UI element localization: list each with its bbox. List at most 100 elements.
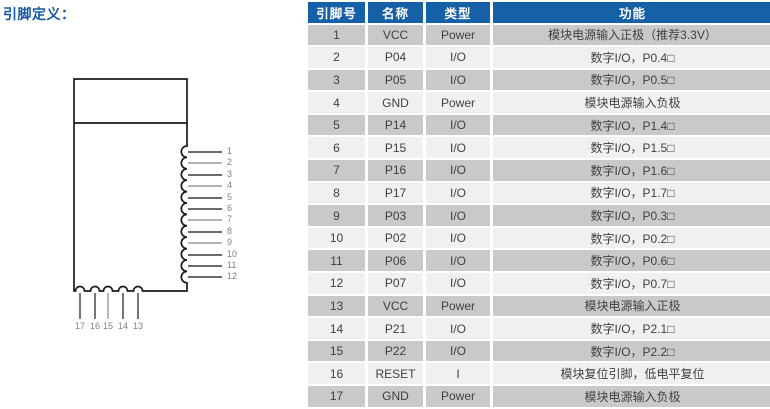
table-header-row: 引脚号 名称 类型 功能 bbox=[308, 2, 770, 23]
cell-pin-func: 模块电源输入正极 bbox=[493, 295, 770, 317]
module-outline bbox=[73, 78, 188, 292]
cell-pin-type: I/O bbox=[426, 340, 490, 362]
cell-pin-number: 6 bbox=[308, 137, 365, 159]
cell-pin-func: 数字I/O，P0.3□ bbox=[493, 205, 770, 226]
pin-number-label: 16 bbox=[89, 321, 100, 331]
cell-pin-type: I/O bbox=[426, 273, 490, 294]
cell-pin-func: 数字I/O，P2.1□ bbox=[493, 318, 770, 339]
cell-pin-name: P05 bbox=[368, 69, 423, 91]
column-header-pin: 引脚号 bbox=[308, 2, 365, 23]
pin-number-label: 9 bbox=[227, 237, 233, 247]
cell-pin-number: 11 bbox=[308, 250, 365, 272]
cell-pin-func: 数字I/O，P2.2□ bbox=[493, 340, 770, 362]
pin-number-label: 13 bbox=[132, 321, 143, 331]
table-row: 12 P07 I/O 数字I/O，P0.7□ bbox=[308, 273, 770, 294]
pin-number-label: 17 bbox=[74, 321, 85, 331]
cell-pin-number: 8 bbox=[308, 182, 365, 204]
column-header-name: 名称 bbox=[368, 2, 423, 23]
cell-pin-name: GND bbox=[368, 92, 423, 113]
pin-number-label: 14 bbox=[117, 321, 128, 331]
cell-pin-func: 模块电源输入负极 bbox=[493, 386, 770, 407]
cell-pin-number: 5 bbox=[308, 114, 365, 136]
cell-pin-name: GND bbox=[368, 386, 423, 407]
pin-definition-table: 引脚号 名称 类型 功能 1 VCC Power 模块电源输入正极（推荐3.3V… bbox=[305, 0, 770, 409]
cell-pin-number: 16 bbox=[308, 363, 365, 384]
table-row: 4 GND Power 模块电源输入负极 bbox=[308, 92, 770, 113]
cell-pin-number: 7 bbox=[308, 160, 365, 181]
pin-number-label: 11 bbox=[227, 260, 237, 270]
pin-definition-table-wrap: 引脚号 名称 类型 功能 1 VCC Power 模块电源输入正极（推荐3.3V… bbox=[305, 0, 770, 409]
cell-pin-func: 数字I/O，P0.6□ bbox=[493, 250, 770, 272]
table-row: 15 P22 I/O 数字I/O，P2.2□ bbox=[308, 340, 770, 362]
table-body: 1 VCC Power 模块电源输入正极（推荐3.3V） 2 P04 I/O 数… bbox=[308, 24, 770, 407]
cell-pin-type: I/O bbox=[426, 250, 490, 272]
cell-pin-type: I/O bbox=[426, 114, 490, 136]
cell-pin-type: I/O bbox=[426, 47, 490, 68]
cell-pin-func: 数字I/O，P0.2□ bbox=[493, 227, 770, 249]
cell-pin-number: 13 bbox=[308, 295, 365, 317]
cell-pin-name: P14 bbox=[368, 114, 423, 136]
cell-pin-name: VCC bbox=[368, 24, 423, 46]
cell-pin-number: 12 bbox=[308, 273, 365, 294]
table-row: 8 P17 I/O 数字I/O，P1.7□ bbox=[308, 182, 770, 204]
cell-pin-func: 模块电源输入负极 bbox=[493, 92, 770, 113]
cell-pin-type: I/O bbox=[426, 69, 490, 91]
cell-pin-type: I/O bbox=[426, 182, 490, 204]
column-header-type: 类型 bbox=[426, 2, 490, 23]
cell-pin-name: P06 bbox=[368, 250, 423, 272]
pin-number-label: 3 bbox=[227, 169, 233, 179]
pin-number-label: 2 bbox=[227, 157, 233, 167]
cell-pin-func: 数字I/O，P0.7□ bbox=[493, 273, 770, 294]
cell-pin-func: 数字I/O，P1.6□ bbox=[493, 160, 770, 181]
table-row: 7 P16 I/O 数字I/O，P1.6□ bbox=[308, 160, 770, 181]
cell-pin-name: P02 bbox=[368, 227, 423, 249]
table-row: 9 P03 I/O 数字I/O，P0.3□ bbox=[308, 205, 770, 226]
pin-number-label: 8 bbox=[227, 226, 233, 236]
cell-pin-type: I/O bbox=[426, 160, 490, 181]
module-outline-drawing bbox=[73, 78, 222, 319]
cell-pin-name: P21 bbox=[368, 318, 423, 339]
cell-pin-type: I bbox=[426, 363, 490, 384]
cell-pin-number: 9 bbox=[308, 205, 365, 226]
cell-pin-type: Power bbox=[426, 386, 490, 407]
pin-number-label: 10 bbox=[227, 249, 238, 259]
cell-pin-name: P04 bbox=[368, 47, 423, 68]
cell-pin-type: I/O bbox=[426, 205, 490, 226]
table-row: 2 P04 I/O 数字I/O，P0.4□ bbox=[308, 47, 770, 68]
cell-pin-name: P03 bbox=[368, 205, 423, 226]
table-row: 1 VCC Power 模块电源输入正极（推荐3.3V） bbox=[308, 24, 770, 46]
table-row: 16 RESET I 模块复位引脚，低电平复位 bbox=[308, 363, 770, 384]
cell-pin-number: 4 bbox=[308, 92, 365, 113]
cell-pin-type: Power bbox=[426, 295, 490, 317]
table-row: 5 P14 I/O 数字I/O，P1.4□ bbox=[308, 114, 770, 136]
cell-pin-type: Power bbox=[426, 92, 490, 113]
cell-pin-func: 数字I/O，P1.5□ bbox=[493, 137, 770, 159]
cell-pin-number: 1 bbox=[308, 24, 365, 46]
table-row: 14 P21 I/O 数字I/O，P2.1□ bbox=[308, 318, 770, 339]
cell-pin-func: 数字I/O，P1.4□ bbox=[493, 114, 770, 136]
table-row: 13 VCC Power 模块电源输入正极 bbox=[308, 295, 770, 317]
cell-pin-number: 17 bbox=[308, 386, 365, 407]
pin-number-label: 12 bbox=[227, 271, 238, 281]
cell-pin-number: 3 bbox=[308, 69, 365, 91]
cell-pin-type: I/O bbox=[426, 318, 490, 339]
page-title: 引脚定义： bbox=[3, 6, 76, 22]
cell-pin-type: I/O bbox=[426, 137, 490, 159]
table-row: 17 GND Power 模块电源输入负极 bbox=[308, 386, 770, 407]
cell-pin-name: VCC bbox=[368, 295, 423, 317]
cell-pin-number: 10 bbox=[308, 227, 365, 249]
pin-number-label: 15 bbox=[102, 321, 113, 331]
cell-pin-name: P15 bbox=[368, 137, 423, 159]
pin-number-label: 1 bbox=[227, 146, 233, 156]
table-row: 11 P06 I/O 数字I/O，P0.6□ bbox=[308, 250, 770, 272]
pin-number-label: 5 bbox=[227, 192, 233, 202]
cell-pin-number: 2 bbox=[308, 47, 365, 68]
cell-pin-type: Power bbox=[426, 24, 490, 46]
column-header-func: 功能 bbox=[493, 2, 770, 23]
table-header: 引脚号 名称 类型 功能 bbox=[308, 2, 770, 23]
cell-pin-func: 模块复位引脚，低电平复位 bbox=[493, 363, 770, 384]
cell-pin-number: 15 bbox=[308, 340, 365, 362]
table-row: 10 P02 I/O 数字I/O，P0.2□ bbox=[308, 227, 770, 249]
cell-pin-func: 模块电源输入正极（推荐3.3V） bbox=[493, 24, 770, 46]
